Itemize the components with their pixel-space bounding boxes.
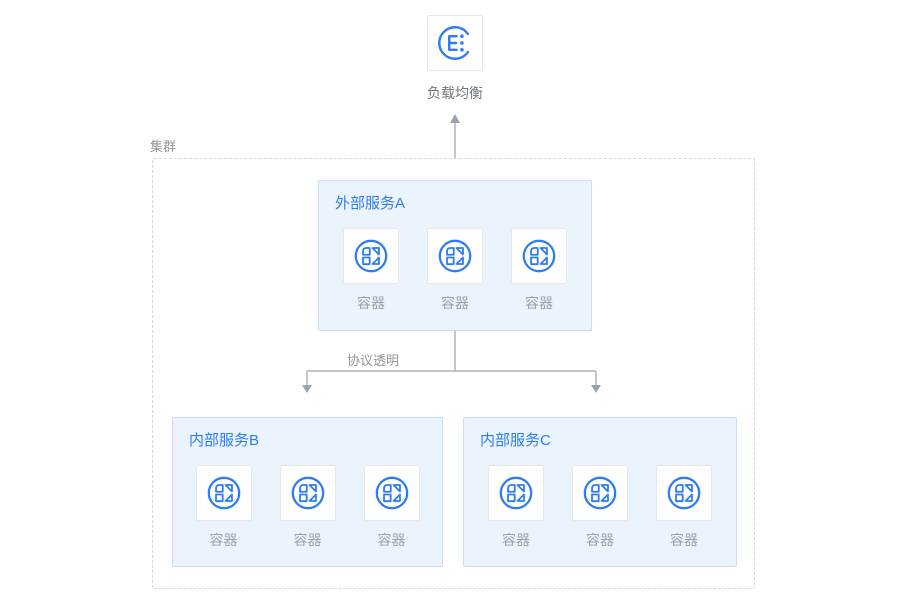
container-row: 容器 容器 容器 xyxy=(173,465,442,548)
container-card xyxy=(427,228,483,284)
service-title: 内部服务C xyxy=(480,432,551,449)
service-box-external-a: 外部服务A 容器 容器 容器 xyxy=(318,180,592,331)
container-row: 容器 容器 容器 xyxy=(319,228,591,311)
container-card xyxy=(195,465,252,521)
cluster-boundary xyxy=(152,158,755,589)
container-icon xyxy=(667,476,701,510)
load-balancer-icon xyxy=(438,26,470,60)
container-icon xyxy=(438,239,472,273)
container-icon xyxy=(354,239,388,273)
container-card xyxy=(488,465,544,521)
container-card xyxy=(363,465,420,521)
container-icon xyxy=(207,476,240,510)
container-icon xyxy=(583,476,617,510)
container-node: 容器 xyxy=(195,465,252,548)
container-icon xyxy=(522,239,556,273)
cluster-label: 集群 xyxy=(150,139,177,154)
service-title: 外部服务A xyxy=(335,195,406,212)
container-card xyxy=(511,228,567,284)
container-label: 容器 xyxy=(209,532,238,548)
container-node: 容器 xyxy=(572,465,628,548)
container-label: 容器 xyxy=(357,295,385,311)
branch-connector xyxy=(302,331,601,393)
container-card xyxy=(656,465,712,521)
arrow-up-to-load-balancer xyxy=(450,114,460,158)
container-row: 容器 容器 容器 xyxy=(464,465,736,548)
container-icon xyxy=(291,476,324,510)
protocol-transparent-label: 协议透明 xyxy=(347,353,400,368)
load-balancer-label: 负载均衡 xyxy=(427,85,483,101)
service-box-internal-c: 内部服务C 容器 容器 容器 xyxy=(463,417,737,567)
container-label: 容器 xyxy=(525,295,553,311)
container-node: 容器 xyxy=(279,465,336,548)
container-node: 容器 xyxy=(363,465,420,548)
container-label: 容器 xyxy=(502,532,530,548)
container-card xyxy=(279,465,336,521)
container-node: 容器 xyxy=(488,465,544,548)
container-label: 容器 xyxy=(670,532,698,548)
container-label: 容器 xyxy=(377,532,406,548)
container-label: 容器 xyxy=(586,532,614,548)
container-label: 容器 xyxy=(441,295,469,311)
service-box-internal-b: 内部服务B 容器 容器 容器 xyxy=(172,417,443,567)
container-node: 容器 xyxy=(427,228,483,311)
container-card xyxy=(343,228,399,284)
container-icon xyxy=(499,476,533,510)
container-node: 容器 xyxy=(656,465,712,548)
container-node: 容器 xyxy=(511,228,567,311)
container-card xyxy=(572,465,628,521)
load-balancer-node xyxy=(427,15,483,71)
service-title: 内部服务B xyxy=(189,432,260,449)
container-node: 容器 xyxy=(343,228,399,311)
container-icon xyxy=(375,476,408,510)
container-label: 容器 xyxy=(293,532,322,548)
